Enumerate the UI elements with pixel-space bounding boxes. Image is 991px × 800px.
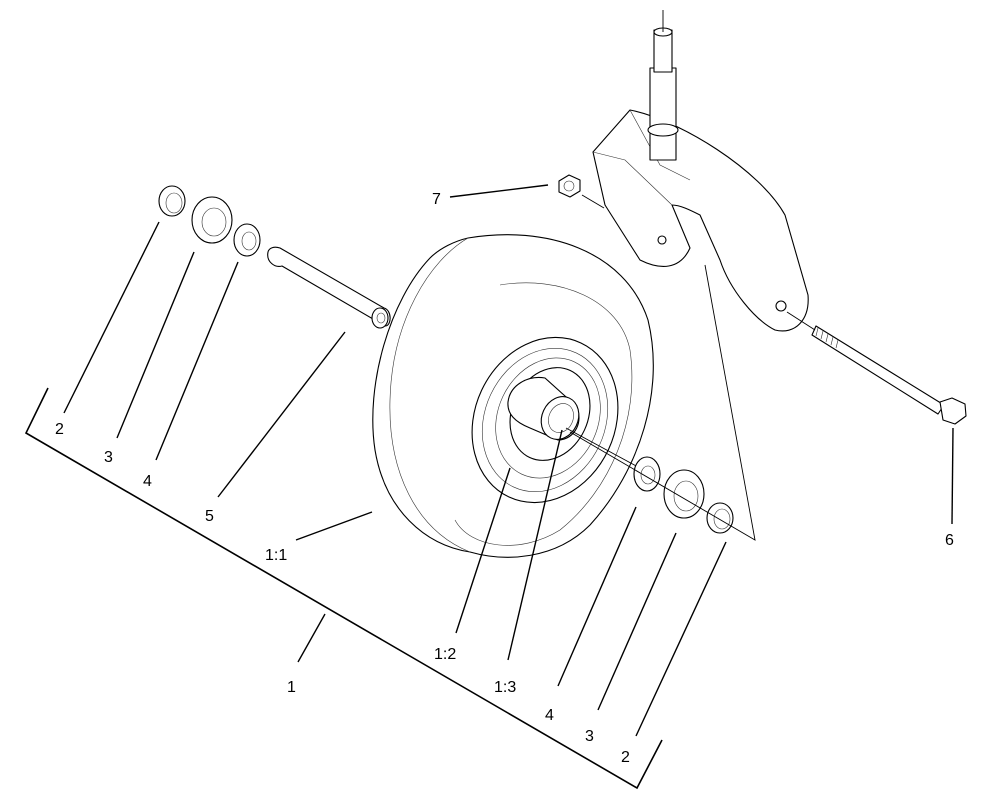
bearing-cone-right-bore (640, 465, 656, 485)
bearing-cup-left-bore (201, 207, 227, 237)
fork-edge (629, 109, 691, 181)
lock-nut (558, 174, 581, 198)
caster-fork (569, 10, 809, 541)
rim-ring-2 (481, 347, 609, 493)
assembly-bracket (24, 387, 663, 790)
callout-1: 1 (287, 679, 296, 696)
fork-inner-edge (592, 151, 673, 206)
leader-4-left (155, 261, 239, 461)
leader-4-right (557, 506, 637, 687)
fork-body (592, 109, 809, 332)
bearing-cup-right (663, 469, 705, 519)
leader-1-3 (507, 429, 563, 661)
nut-axis (581, 194, 605, 209)
bearing-cone-right (633, 456, 661, 492)
hub-sleeve-bore (548, 403, 574, 433)
fork-stem (649, 67, 677, 161)
leader-2-right (635, 541, 727, 737)
spacer-left (158, 185, 186, 217)
axle-tube-end (371, 307, 389, 329)
bearing-cone-left-bore (241, 231, 257, 251)
leader-1-1 (295, 511, 373, 541)
leader-3-right (597, 532, 677, 711)
stem-collar (647, 123, 679, 137)
callout-1-3: 1:3 (494, 679, 516, 696)
axle-centerline (565, 427, 641, 469)
callout-6: 6 (945, 532, 954, 549)
fasteners (558, 174, 967, 425)
callout-7: 7 (432, 191, 441, 208)
right-bearing-stack (565, 427, 734, 534)
callout-3-left: 3 (104, 449, 113, 466)
leader-3-left (116, 251, 195, 439)
bolt-axis (786, 311, 816, 331)
lock-nut-bore (563, 180, 575, 192)
callout-2-left: 2 (55, 421, 64, 438)
wheel-assembly (372, 234, 654, 558)
fork-hole-left (657, 235, 667, 245)
leader-1 (297, 613, 326, 663)
callout-5: 5 (205, 508, 214, 525)
axle-bolt (811, 325, 945, 415)
callout-3-right: 3 (585, 728, 594, 745)
bearing-cup-right-bore (673, 480, 699, 512)
axle-tube (267, 246, 391, 327)
callout-labels: 2 3 4 5 1:1 1 1:2 1:3 4 3 2 6 7 (55, 191, 954, 766)
axle-tube-bore (376, 312, 386, 324)
leader-7 (449, 184, 549, 198)
callout-1-1: 1:1 (265, 547, 287, 564)
tire-tread-line (389, 237, 471, 553)
callout-4-right: 4 (545, 707, 554, 724)
bolt-head (939, 397, 967, 425)
callout-1-2: 1:2 (434, 646, 456, 663)
callout-4-left: 4 (143, 473, 152, 490)
bearing-cup-left (191, 196, 233, 244)
leader-1-2 (455, 467, 511, 634)
rim-ring-3 (495, 357, 601, 479)
spacer-right-bore (713, 508, 731, 530)
callout-2-right: 2 (621, 749, 630, 766)
leader-lines (63, 184, 954, 737)
bracket-line (24, 387, 663, 790)
tire-sidewall-line (454, 282, 633, 546)
leader-5 (217, 331, 346, 498)
bolt-threads (815, 327, 839, 349)
fork-axis-line (569, 264, 756, 541)
spacer-left-bore (165, 192, 183, 214)
leader-6 (951, 427, 954, 525)
leader-2-left (63, 221, 160, 414)
fork-hole-right (775, 300, 787, 312)
left-bearing-stack (158, 185, 391, 329)
